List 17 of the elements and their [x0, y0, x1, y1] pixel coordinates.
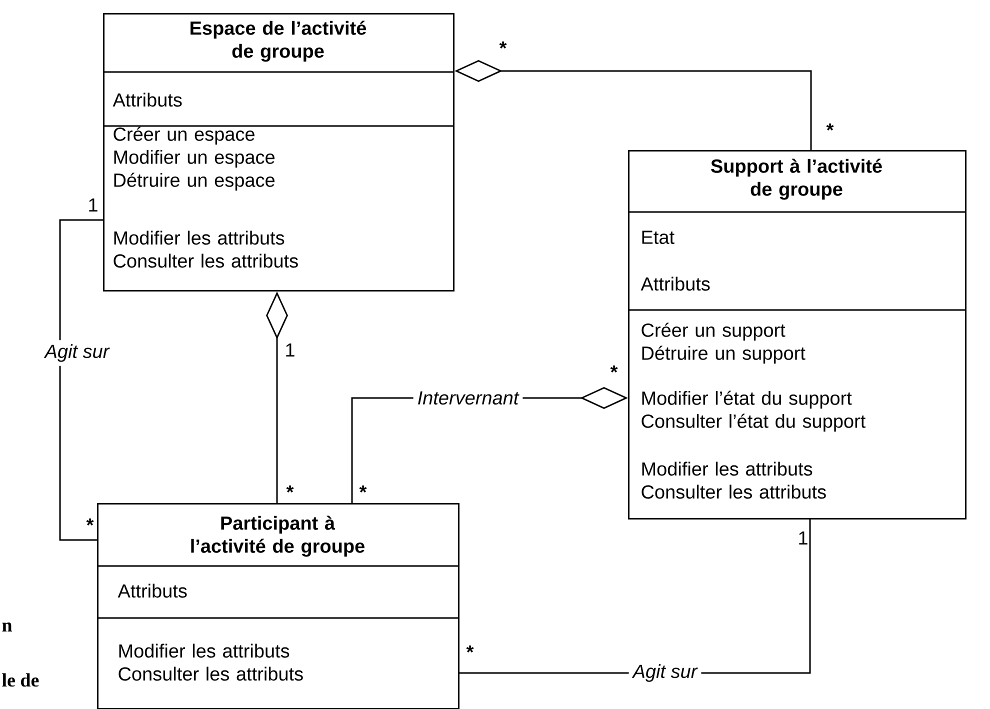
multiplicity-label: * — [359, 485, 367, 493]
edge-label: Intervernant — [413, 387, 523, 409]
caption-fragment: n — [2, 622, 12, 632]
edge-label: Agit sur — [40, 340, 114, 366]
class-box: Support à l’activité de groupe Etat Attributs Créer un support Détruire un support Modifier l’état du support Consulter l’état du support Modifier les attributs Consulter les attributs — [628, 150, 966, 520]
multiplicity-label: 1 — [89, 198, 98, 212]
edge-label: Agit sur — [628, 660, 702, 686]
multiplicity-label: * — [286, 485, 294, 493]
multiplicity-label: * — [499, 41, 507, 49]
multiplicity-label: * — [826, 123, 834, 131]
class-box: Participant à l’activité de groupe Attributs Modifier les attributs Consulter les attributs — [97, 502, 460, 709]
class-box: Espace de l’activité de groupe Attributs Créer un espace Modifier un espace Détruire un espace Modifier les attributs Consulter les attributs — [103, 13, 454, 292]
multiplicity-label: 1 — [286, 343, 294, 357]
multiplicity-label: * — [86, 518, 94, 526]
multiplicity-label: 1 — [799, 531, 808, 545]
caption-fragment: le de — [2, 673, 39, 687]
association-line — [59, 219, 103, 541]
